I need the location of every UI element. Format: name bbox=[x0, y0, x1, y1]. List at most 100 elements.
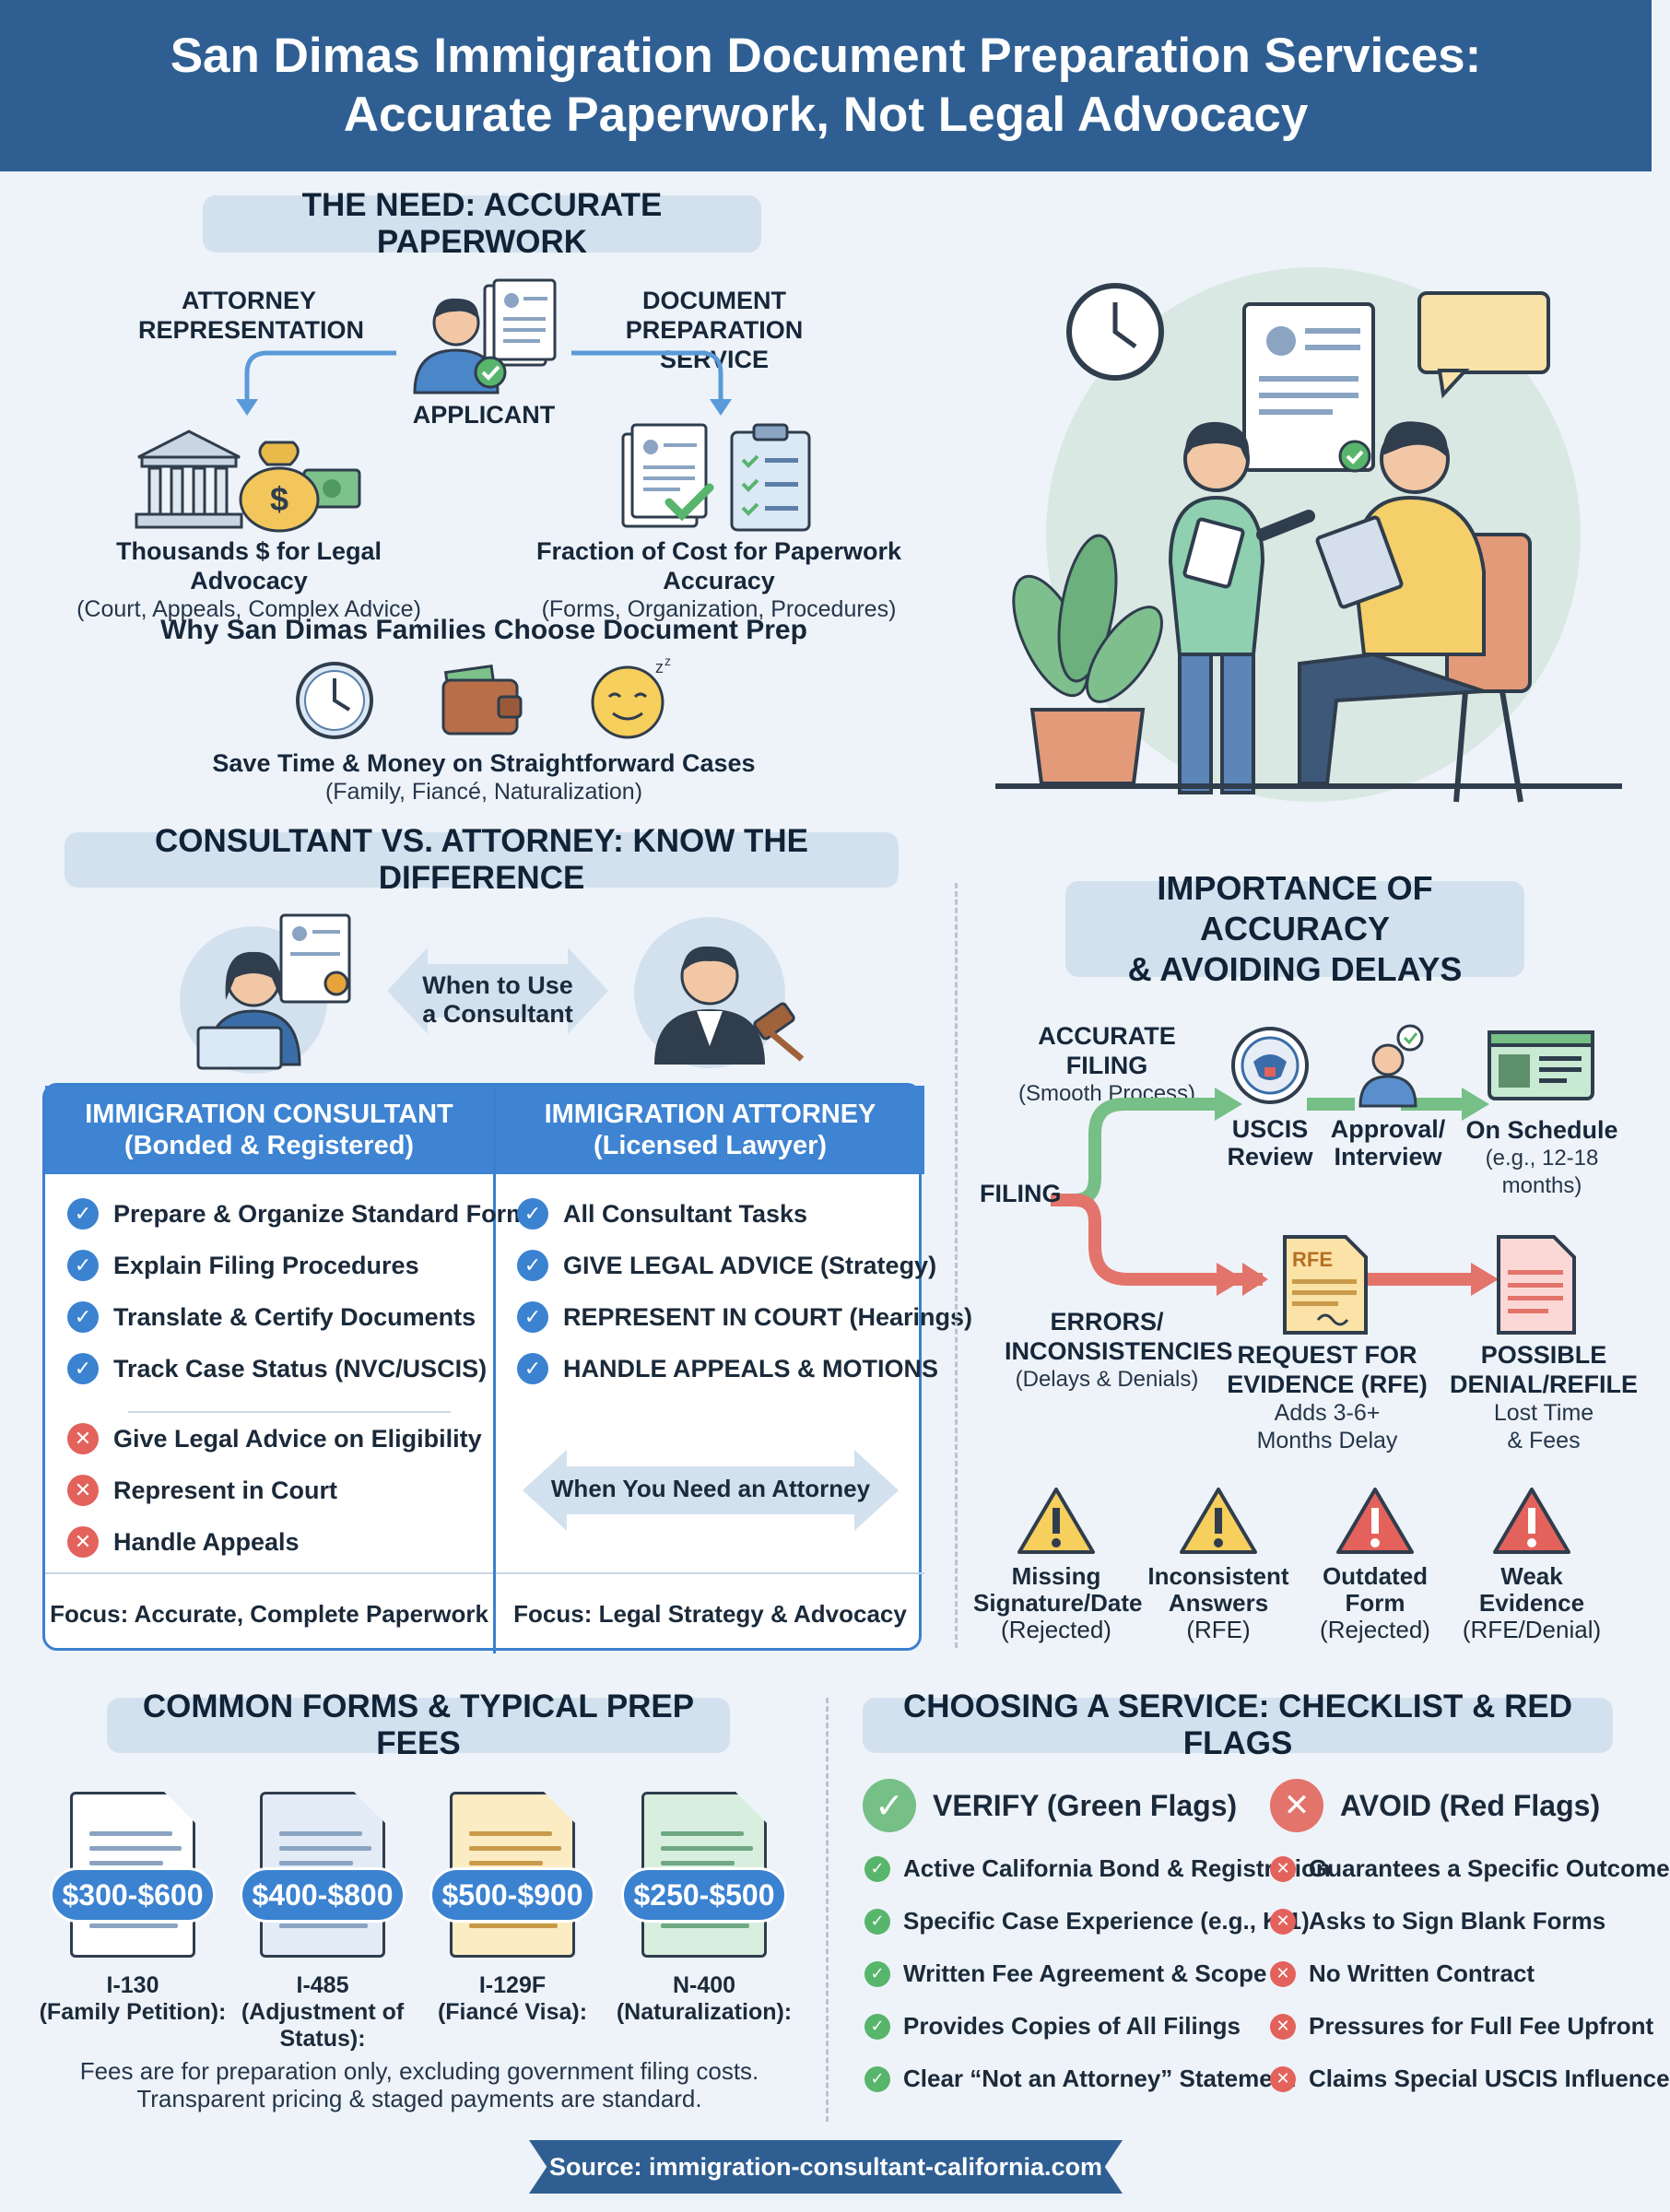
consultant-can-item: ✓Track Case Status (NVC/USCIS) bbox=[67, 1353, 487, 1384]
savings-icons: z z bbox=[296, 653, 671, 739]
consultant-can-item: ✓Translate & Certify Documents bbox=[67, 1301, 476, 1333]
check-icon: ✓ bbox=[864, 1855, 890, 1882]
form-label: I-129F(Fiancé Visa): bbox=[437, 1972, 588, 2025]
svg-text:RFE: RFE bbox=[1292, 1248, 1333, 1271]
rfe-label: REQUEST FOR EVIDENCE (RFE) Adds 3-6+ Mon… bbox=[1227, 1341, 1428, 1453]
when-you-need-attorney-arrow bbox=[523, 1450, 899, 1531]
check-icon: ✓ bbox=[67, 1301, 99, 1333]
divider bbox=[128, 1411, 451, 1413]
green-flag-item: ✓Written Fee Agreement & Scope bbox=[864, 1959, 1266, 1988]
check-icon: ✓ bbox=[517, 1301, 548, 1333]
verify-heading: ✓ VERIFY (Green Flags) bbox=[863, 1779, 1237, 1832]
consultant-attorney-table: IMMIGRATION CONSULTANT(Bonded & Register… bbox=[42, 1083, 972, 1653]
check-icon: ✓ bbox=[67, 1353, 99, 1384]
cross-icon: ✕ bbox=[1270, 2013, 1296, 2040]
red-flag-item: ✕No Written Contract bbox=[1270, 1959, 1535, 1988]
uscis-seal-icon bbox=[1231, 1027, 1309, 1104]
attorney-can-item: ✓All Consultant Tasks bbox=[517, 1198, 807, 1230]
documents-clipboard-icon bbox=[621, 423, 811, 532]
red-flag-item: ✕Claims Special USCIS Influence bbox=[1270, 2065, 1670, 2093]
applicant-label: APPLICANT bbox=[412, 401, 556, 429]
consultant-can-item: ✓Prepare & Organize Standard Forms bbox=[67, 1198, 542, 1230]
attorney-can-item: ✓GIVE LEGAL ADVICE (Strategy) bbox=[517, 1250, 936, 1281]
consultant-can-item: ✓Explain Filing Procedures bbox=[67, 1250, 419, 1281]
cross-icon: ✕ bbox=[1270, 2065, 1296, 2092]
denial-label: POSSIBLE DENIAL/REFILE Lost Time & Fees bbox=[1449, 1341, 1638, 1453]
warning-icons bbox=[1017, 1488, 1570, 1554]
warning-triangle-icon bbox=[1017, 1488, 1095, 1554]
courthouse-money-icon: $ bbox=[135, 429, 361, 533]
cross-icon: ✕ bbox=[1270, 1908, 1296, 1935]
filing-label: FILING bbox=[980, 1180, 1062, 1207]
column-divider bbox=[493, 1086, 496, 1653]
green-flag-item: ✓Specific Case Experience (e.g., K-1) bbox=[864, 1907, 1310, 1936]
green-flag-item: ✓Clear “Not an Attorney” Statement bbox=[864, 2065, 1295, 2093]
cross-icon: ✕ bbox=[67, 1475, 99, 1506]
check-icon: ✓ bbox=[517, 1250, 548, 1281]
consultant-focus: Focus: Accurate, Complete Paperwork bbox=[45, 1572, 493, 1653]
check-icon: ✓ bbox=[864, 2013, 890, 2040]
form-label: N-400(Naturalization): bbox=[616, 1972, 793, 2025]
price-badge: $500-$900 bbox=[429, 1867, 595, 1923]
check-icon: ✓ bbox=[864, 1908, 890, 1935]
filing-flow-arrows bbox=[1051, 1088, 1499, 1296]
source-ribbon[interactable]: Source: immigration-consultant-californi… bbox=[529, 2140, 1123, 2194]
form-document-icon bbox=[1242, 302, 1375, 473]
price-badge: $400-$800 bbox=[240, 1867, 406, 1923]
red-cross-icon: ✕ bbox=[1270, 1779, 1323, 1832]
legal-cost-block: Thousands $ for Legal Advocacy (Court, A… bbox=[76, 537, 421, 622]
cross-icon: ✕ bbox=[67, 1423, 99, 1454]
red-flag-item: ✕Asks to Sign Blank Forms bbox=[1270, 1907, 1605, 1936]
on-schedule-label: On Schedule (e.g., 12-18 months) bbox=[1465, 1116, 1618, 1198]
attorney-focus: Focus: Legal Strategy & Advocacy bbox=[496, 1572, 924, 1653]
warning-triangle-icon bbox=[1336, 1488, 1414, 1554]
avoid-heading: ✕ AVOID (Red Flags) bbox=[1270, 1779, 1600, 1832]
form-label: I-130(Family Petition): bbox=[39, 1972, 227, 2025]
svg-text:z: z bbox=[664, 653, 671, 668]
check-icon: ✓ bbox=[67, 1250, 99, 1281]
branch-arrows bbox=[236, 350, 732, 416]
green-flag-item: ✓Active California Bond & Registration bbox=[864, 1854, 1331, 1883]
svg-text:z: z bbox=[655, 658, 664, 677]
check-icon: ✓ bbox=[67, 1198, 99, 1230]
section-separator bbox=[826, 1698, 829, 2122]
section-separator bbox=[955, 883, 958, 1648]
forms-section-title: COMMON FORMS & TYPICAL PREP FEES bbox=[107, 1688, 730, 1761]
approval-person-icon bbox=[1358, 1024, 1424, 1108]
fees-note: Fees are for preparation only, excluding… bbox=[79, 2057, 759, 2112]
wallet-icon bbox=[441, 664, 523, 735]
accuracy-section-title: IMPORTANCE OF ACCURACY& AVOIDING DELAYS bbox=[1065, 869, 1524, 988]
attorney-can-item: ✓HANDLE APPEALS & MOTIONS bbox=[517, 1353, 938, 1384]
check-icon: ✓ bbox=[864, 2065, 890, 2092]
warning-triangle-icon bbox=[1493, 1488, 1570, 1554]
prep-cost-block: Fraction of Cost for Paperwork Accuracy … bbox=[535, 537, 902, 622]
warning-triangle-icon bbox=[1180, 1488, 1257, 1554]
check-icon: ✓ bbox=[864, 1960, 890, 1987]
attorney-column-header: IMMIGRATION ATTORNEY(Licensed Lawyer) bbox=[496, 1086, 924, 1174]
why-block: Save Time & Money on Straightforward Cas… bbox=[212, 749, 756, 805]
consultant-cannot-item: ✕Handle Appeals bbox=[67, 1526, 300, 1558]
cross-icon: ✕ bbox=[1270, 1855, 1296, 1882]
check-icon: ✓ bbox=[517, 1353, 548, 1384]
rfe-document-icon: RFE bbox=[1283, 1235, 1368, 1335]
price-badge: $300-$600 bbox=[50, 1867, 216, 1923]
attorney-judge-icon bbox=[634, 917, 805, 1068]
attorney-can-item: ✓REPRESENT IN COURT (Hearings) bbox=[517, 1301, 972, 1333]
wall-clock-icon bbox=[1066, 283, 1164, 381]
cross-icon: ✕ bbox=[67, 1526, 99, 1558]
applicant-icon bbox=[413, 278, 557, 394]
svg-text:$: $ bbox=[270, 480, 288, 518]
errors-label: ERRORS/ INCONSISTENCIES (Delays & Denial… bbox=[1005, 1308, 1233, 1392]
cross-icon: ✕ bbox=[1270, 1960, 1296, 1987]
need-section-title: THE NEED: ACCURATE PAPERWORK bbox=[203, 187, 761, 260]
checklist-section-title: CHOOSING A SERVICE: CHECKLIST & RED FLAG… bbox=[863, 1688, 1613, 1761]
approval-interview-label: Approval/Interview bbox=[1330, 1115, 1446, 1171]
